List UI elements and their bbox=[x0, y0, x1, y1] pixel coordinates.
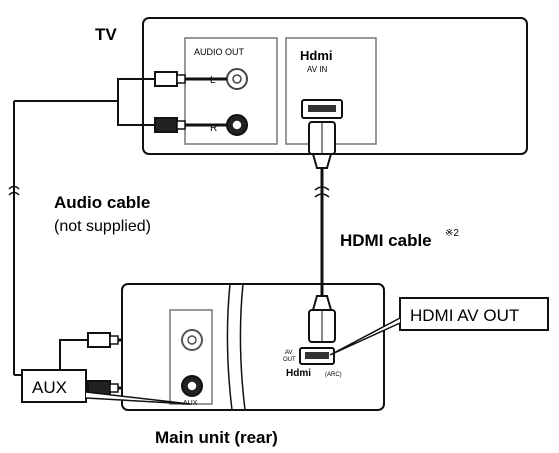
callout-hdmi-av-out-label: HDMI AV OUT bbox=[410, 306, 519, 325]
tv-label: TV bbox=[95, 25, 117, 44]
audio-plug-red-tv bbox=[154, 117, 227, 133]
tv-hdmi-port-label: AV IN bbox=[307, 65, 328, 74]
tv-hdmi-logo: Hdmi bbox=[300, 48, 333, 63]
callout-aux: AUX bbox=[21, 369, 191, 405]
main-unit-hdmi-logo: Hdmi bbox=[286, 368, 311, 379]
audio-plug-white-tv bbox=[154, 71, 227, 87]
callout-hdmi-av-out: HDMI AV OUT bbox=[329, 297, 549, 356]
audio-cable-title: Audio cable bbox=[54, 193, 150, 212]
hdmi-cable-note: ※2 bbox=[445, 228, 459, 239]
hdmi-cable-title: HDMI cable bbox=[340, 231, 432, 250]
hdmi-cable bbox=[308, 121, 336, 343]
callout-aux-label: AUX bbox=[32, 378, 67, 397]
audio-cable-note: (not supplied) bbox=[54, 218, 151, 235]
tv-port-r-label: R bbox=[210, 123, 217, 134]
main-unit-hdmi-small-1: AV bbox=[285, 350, 293, 356]
tv-audio-out-label: AUDIO OUT bbox=[194, 47, 245, 57]
main-unit-hdmi-small-2: OUT bbox=[283, 357, 296, 363]
main-unit-aux-port-label: AUX bbox=[183, 400, 198, 407]
main-unit-caption: Main unit (rear) bbox=[155, 428, 278, 447]
main-unit-arc-label: (ARC) bbox=[325, 372, 342, 378]
